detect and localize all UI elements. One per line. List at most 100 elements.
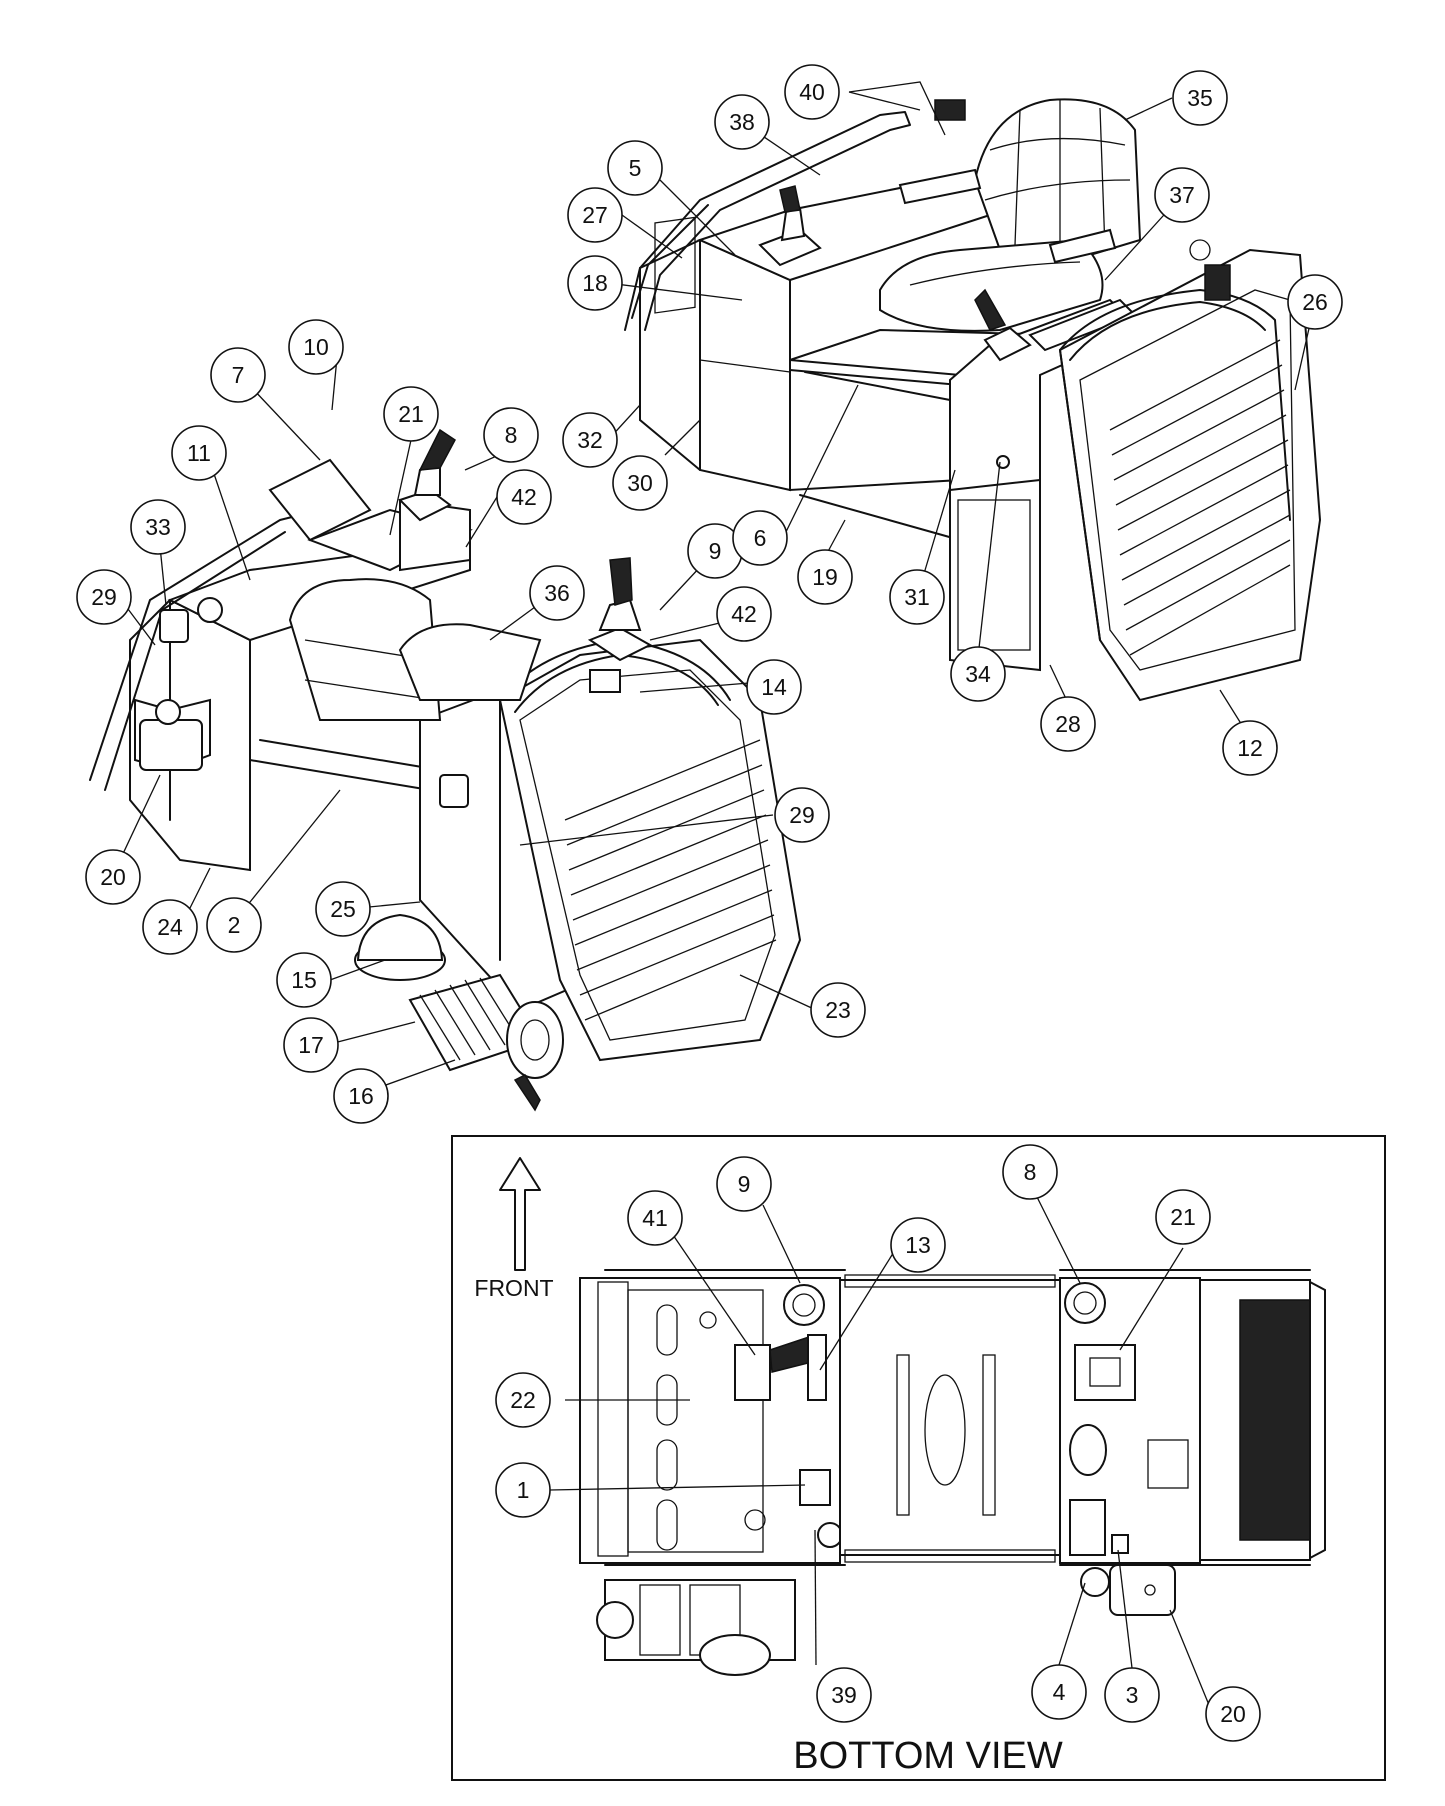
callout-9: 9 xyxy=(687,523,743,579)
svg-text:6: 6 xyxy=(754,525,767,551)
callout-21b: 21 xyxy=(1155,1189,1211,1245)
svg-text:31: 31 xyxy=(904,584,930,610)
callout-6: 6 xyxy=(732,510,788,566)
svg-text:32: 32 xyxy=(577,427,603,453)
callout-20a: 20 xyxy=(85,849,141,905)
svg-text:13: 13 xyxy=(905,1232,931,1258)
svg-text:29: 29 xyxy=(789,802,815,828)
callouts: 40 35 38 5 37 27 18 26 10 7 21 8 11 32 4… xyxy=(76,64,1343,1742)
callout-42b: 42 xyxy=(716,586,772,642)
svg-text:21: 21 xyxy=(398,401,424,427)
svg-text:27: 27 xyxy=(582,202,608,228)
front-arrow-icon xyxy=(499,1157,541,1271)
svg-text:8: 8 xyxy=(1024,1159,1037,1185)
callout-22: 22 xyxy=(495,1372,551,1428)
callout-21: 21 xyxy=(383,386,439,442)
callout-39: 39 xyxy=(816,1667,872,1723)
svg-text:20: 20 xyxy=(1220,1701,1246,1727)
svg-text:39: 39 xyxy=(831,1682,857,1708)
svg-text:1: 1 xyxy=(517,1477,530,1503)
callout-12: 12 xyxy=(1222,720,1278,776)
svg-text:19: 19 xyxy=(812,564,838,590)
svg-text:34: 34 xyxy=(965,661,991,687)
svg-text:21: 21 xyxy=(1170,1204,1196,1230)
callout-18: 18 xyxy=(567,255,623,311)
callout-7: 7 xyxy=(210,347,266,403)
callout-24: 24 xyxy=(142,899,198,955)
callout-10: 10 xyxy=(288,319,344,375)
callout-31: 31 xyxy=(889,569,945,625)
callout-8b: 8 xyxy=(1002,1144,1058,1200)
callout-17: 17 xyxy=(283,1017,339,1073)
svg-text:10: 10 xyxy=(303,334,329,360)
callout-37: 37 xyxy=(1154,167,1210,223)
callout-42: 42 xyxy=(496,469,552,525)
bottom-view-panel: FRONT BOTTOM VIEW xyxy=(451,1135,1386,1781)
svg-text:3: 3 xyxy=(1126,1682,1139,1708)
callout-3: 3 xyxy=(1104,1667,1160,1723)
svg-text:12: 12 xyxy=(1237,735,1263,761)
callout-29b: 29 xyxy=(774,787,830,843)
svg-text:9: 9 xyxy=(738,1171,751,1197)
callout-28: 28 xyxy=(1040,696,1096,752)
upper-left-assembly xyxy=(89,428,802,1112)
callout-36: 36 xyxy=(529,565,585,621)
callout-1: 1 xyxy=(495,1462,551,1518)
callout-26: 26 xyxy=(1287,274,1343,330)
svg-text:33: 33 xyxy=(145,514,171,540)
bottom-view-label: BOTTOM VIEW xyxy=(793,1735,1063,1777)
svg-text:22: 22 xyxy=(510,1387,536,1413)
svg-text:40: 40 xyxy=(799,79,825,105)
svg-text:5: 5 xyxy=(629,155,642,181)
svg-text:14: 14 xyxy=(761,674,787,700)
callout-32: 32 xyxy=(562,412,618,468)
svg-text:28: 28 xyxy=(1055,711,1081,737)
callout-15: 15 xyxy=(276,952,332,1008)
callout-2: 2 xyxy=(206,897,262,953)
svg-text:26: 26 xyxy=(1302,289,1328,315)
svg-text:35: 35 xyxy=(1187,85,1213,111)
svg-text:8: 8 xyxy=(505,422,518,448)
svg-text:23: 23 xyxy=(825,997,851,1023)
svg-text:29: 29 xyxy=(91,584,117,610)
svg-text:17: 17 xyxy=(298,1032,324,1058)
callout-27: 27 xyxy=(567,187,623,243)
callout-19: 19 xyxy=(797,549,853,605)
callout-30: 30 xyxy=(612,455,668,511)
callout-25: 25 xyxy=(315,881,371,937)
callout-13: 13 xyxy=(890,1217,946,1273)
callout-38: 38 xyxy=(714,94,770,150)
callout-41: 41 xyxy=(627,1190,683,1246)
svg-text:15: 15 xyxy=(291,967,317,993)
callout-11: 11 xyxy=(171,425,227,481)
svg-text:24: 24 xyxy=(157,914,183,940)
callout-4: 4 xyxy=(1031,1664,1087,1720)
svg-text:16: 16 xyxy=(348,1083,374,1109)
svg-text:7: 7 xyxy=(232,362,245,388)
front-label: FRONT xyxy=(474,1275,553,1301)
svg-text:38: 38 xyxy=(729,109,755,135)
svg-text:42: 42 xyxy=(511,484,537,510)
callout-35: 35 xyxy=(1172,70,1228,126)
callout-9b: 9 xyxy=(716,1156,772,1212)
callout-5: 5 xyxy=(607,140,663,196)
svg-text:9: 9 xyxy=(709,538,722,564)
svg-text:42: 42 xyxy=(731,601,757,627)
svg-text:41: 41 xyxy=(642,1205,668,1231)
svg-text:18: 18 xyxy=(582,270,608,296)
callout-29a: 29 xyxy=(76,569,132,625)
svg-text:4: 4 xyxy=(1053,1679,1066,1705)
svg-text:2: 2 xyxy=(228,912,241,938)
callout-8: 8 xyxy=(483,407,539,463)
callout-16: 16 xyxy=(333,1068,389,1124)
svg-text:20: 20 xyxy=(100,864,126,890)
callout-23: 23 xyxy=(810,982,866,1038)
svg-text:36: 36 xyxy=(544,580,570,606)
callout-34: 34 xyxy=(950,646,1006,702)
callout-14: 14 xyxy=(746,659,802,715)
callout-20b: 20 xyxy=(1205,1686,1261,1742)
upper-right-assembly xyxy=(624,98,1322,702)
svg-text:25: 25 xyxy=(330,896,356,922)
svg-text:30: 30 xyxy=(627,470,653,496)
